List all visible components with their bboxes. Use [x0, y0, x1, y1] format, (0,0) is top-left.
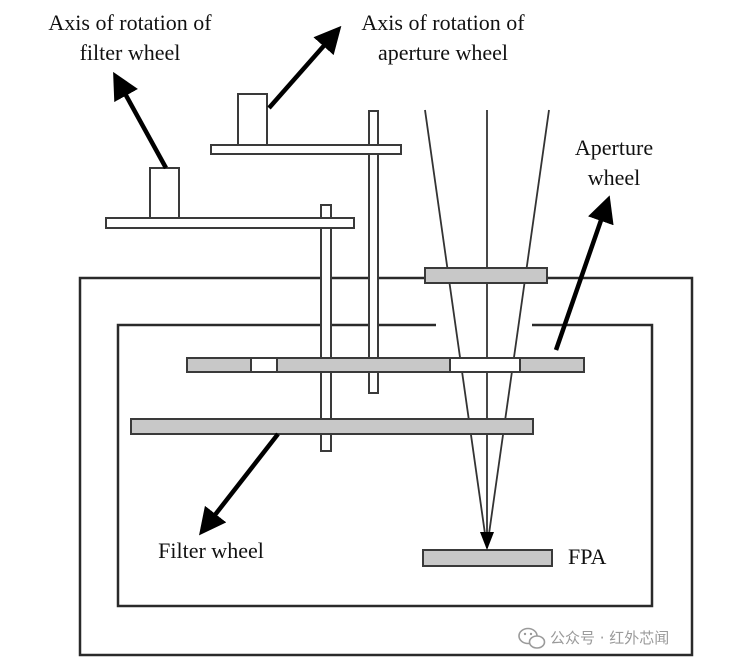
light-ray-left	[424, 109, 488, 549]
label-axis-filter-2: filter wheel	[80, 40, 181, 65]
wechat-icon	[518, 627, 546, 649]
inner-housing	[116, 323, 654, 608]
light-ray-right	[486, 109, 550, 549]
arrow-aperture-wheel	[553, 195, 614, 351]
aperture-wheel-opening-2	[449, 357, 521, 373]
aperture-wheel-opening-1	[250, 357, 278, 373]
label-axis-filter-1: Axis of rotation of	[48, 10, 212, 35]
aperture-wheel-segment-2	[276, 357, 451, 373]
filter-wheel-axis-hub	[149, 167, 180, 219]
arrow-axis-aperture	[267, 25, 342, 110]
label-axis-aperture-1: Axis of rotation of	[361, 10, 525, 35]
label-aperture-wheel-1: Aperture	[575, 135, 653, 160]
arrow-filter-wheel	[199, 432, 280, 536]
filter-wheel-arm	[105, 217, 355, 229]
aperture-wheel-arm	[210, 144, 402, 155]
entrance-window	[424, 267, 548, 284]
label-axis-aperture-2: aperture wheel	[378, 40, 508, 65]
outer-housing	[78, 276, 694, 657]
filter-wheel-shaft	[320, 204, 332, 452]
aperture-wheel-axis-hub	[237, 93, 268, 146]
label-filter-wheel: Filter wheel	[158, 538, 264, 563]
label-aperture-wheel-2: wheel	[588, 165, 641, 190]
aperture-wheel-segment-1	[186, 357, 252, 373]
aperture-wheel-segment-3	[519, 357, 585, 373]
fpa-detector	[422, 549, 553, 567]
arrow-axis-filter	[113, 71, 168, 170]
focus-arrowhead	[480, 532, 494, 550]
label-fpa: FPA	[568, 544, 606, 569]
aperture-wheel-shaft	[368, 110, 379, 394]
watermark: 公众号 · 红外芯闻	[518, 627, 669, 649]
watermark-text: 公众号 · 红外芯闻	[550, 629, 669, 647]
filter-wheel-disc	[130, 418, 534, 435]
